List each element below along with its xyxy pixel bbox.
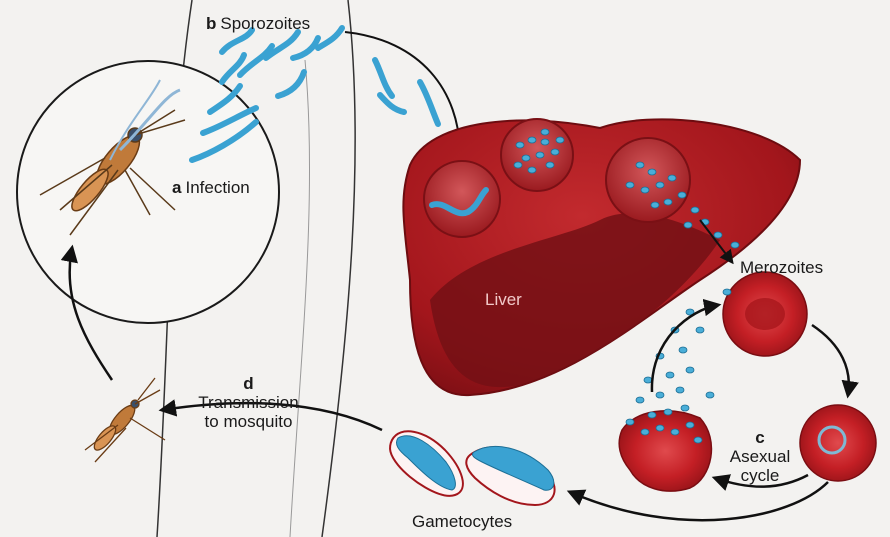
skin-outline-right [322,0,355,537]
small-mosquito-icon [85,378,165,462]
hepatocyte-3 [606,138,690,222]
transmission-label: d Transmission to mosquito [176,374,321,431]
asexual-line1: Asexual [720,447,800,466]
arrow-to-gametocytes [570,482,828,520]
transmission-line2: to mosquito [176,412,321,431]
merozoites-label: Merozoites [740,258,823,278]
transmission-line1: Transmission [176,393,321,412]
gametocytes-group [390,431,555,505]
asexual-cycle-label: c Asexual cycle [720,428,800,485]
arrow-cycle-2 [812,325,849,395]
sporozoites-text: Sporozoites [220,14,310,33]
asexual-line2: cycle [720,466,800,485]
red-blood-cell-ring [800,405,876,481]
gametocytes-label: Gametocytes [412,512,512,532]
infection-text: Infection [185,178,249,197]
label-letter-a: a [172,178,181,197]
label-letter-c: c [720,428,800,447]
label-letter-b: b [206,14,216,33]
label-letter-d: d [176,374,321,393]
skin-inner-line [290,60,310,537]
hepatocyte-1 [424,161,500,237]
liver-label: Liver [485,290,522,310]
